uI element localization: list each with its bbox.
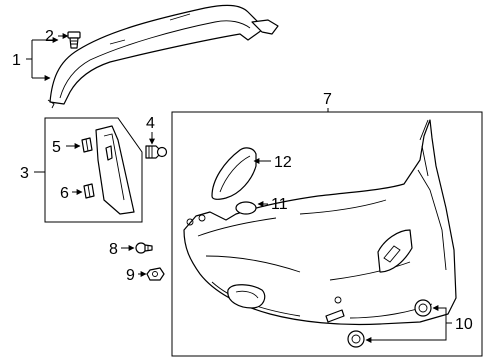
- callout-7: 7: [323, 91, 332, 108]
- screw-8: [135, 242, 153, 254]
- upper-garnish-molding: [47, 4, 279, 109]
- liftgate-trim-box: [171, 111, 483, 357]
- callout-12: 12: [274, 154, 292, 171]
- callout-4: 4: [146, 115, 155, 132]
- clip-6: [83, 183, 95, 199]
- nut-9: [146, 267, 165, 281]
- callout-2: 2: [45, 28, 54, 45]
- callout-10: 10: [455, 316, 473, 333]
- callout-6: 6: [60, 185, 69, 202]
- callout-3: 3: [20, 165, 29, 182]
- callout-11: 11: [271, 196, 288, 213]
- liftgate-trim-panel: [183, 119, 457, 326]
- callout-5: 5: [52, 139, 61, 156]
- push-pin-4: [145, 145, 168, 159]
- pillar-trim-box: [44, 117, 143, 223]
- retainer-10b: [347, 330, 365, 348]
- screw-2: [67, 31, 81, 49]
- clip-5: [81, 137, 93, 153]
- callout-9: 9: [126, 267, 135, 284]
- callout-8: 8: [109, 241, 118, 258]
- retainer-10a: [414, 299, 432, 317]
- pillar-trim-panel: [95, 125, 135, 215]
- callout-10-leader: [365, 305, 452, 343]
- plug-11: [235, 201, 257, 215]
- callout-1: 1: [12, 52, 21, 69]
- cover-12: [211, 147, 257, 200]
- callout-1-leader: [26, 37, 59, 81]
